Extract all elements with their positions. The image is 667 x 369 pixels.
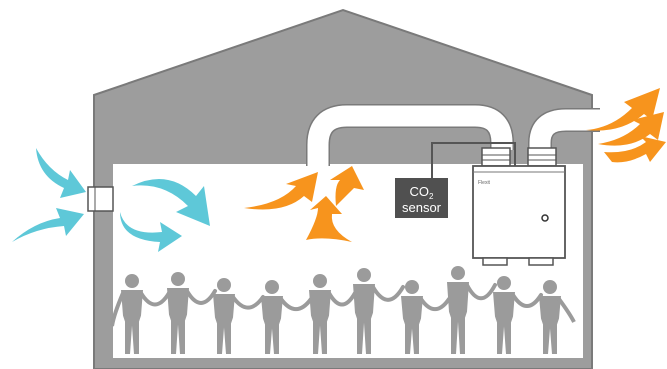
co2-subscript: 2 <box>429 192 434 201</box>
duct-left <box>306 104 514 166</box>
joined-hands <box>185 289 217 305</box>
person-silhouette-icon <box>261 280 283 354</box>
joined-hands <box>419 297 451 312</box>
person-silhouette-icon <box>447 266 469 354</box>
incoming-air-arrows <box>12 148 210 252</box>
person-silhouette-icon <box>353 268 375 354</box>
joined-hands <box>231 295 265 310</box>
person-silhouette-icon <box>309 274 331 354</box>
sensor-label: sensor <box>402 200 442 215</box>
joined-hands <box>279 297 313 312</box>
duct-right <box>528 108 600 150</box>
joined-hands <box>511 293 543 309</box>
joined-hands <box>327 291 357 307</box>
people-row <box>110 266 576 354</box>
room-air-arrows <box>244 166 364 242</box>
right-arm <box>557 297 576 323</box>
wall-inlet <box>87 186 114 212</box>
ventilation-unit <box>472 165 566 259</box>
sensor-wire <box>431 142 516 178</box>
svg-text:CO2: CO2 <box>410 184 435 201</box>
person-silhouette-icon <box>121 274 143 354</box>
fresh-air-arrow-icon <box>12 208 84 242</box>
joined-hands <box>139 291 171 307</box>
person-silhouette-icon <box>493 276 515 354</box>
co2-sensor: CO2 sensor <box>395 178 448 218</box>
exhaust-air-arrow-icon <box>598 112 664 146</box>
outgoing-air-arrows <box>586 88 666 163</box>
unit-connector <box>528 257 554 266</box>
person-silhouette-icon <box>167 272 189 354</box>
co2-label: CO <box>410 184 430 199</box>
person-silhouette-icon <box>539 280 561 354</box>
exhaust-air-arrow-icon <box>586 88 660 131</box>
person-silhouette-icon <box>213 278 235 354</box>
joined-hands <box>371 285 405 302</box>
warm-air-arrow-icon <box>330 166 364 206</box>
warm-air-arrow-icon <box>306 196 352 242</box>
exhaust-air-arrow-icon <box>604 136 666 163</box>
joined-hands <box>465 283 497 301</box>
unit-indicator-icon <box>541 214 549 222</box>
unit-connector <box>482 257 508 266</box>
duct-collar <box>481 147 511 167</box>
duct-collar <box>527 147 557 167</box>
warm-air-arrow-icon <box>244 172 318 210</box>
fresh-air-arrow-icon <box>120 212 182 252</box>
fresh-air-arrow-icon <box>36 148 86 198</box>
unit-brand: Flexit <box>478 180 491 186</box>
fresh-air-arrow-icon <box>132 178 210 226</box>
left-arm <box>110 292 125 327</box>
person-silhouette-icon <box>401 280 423 354</box>
